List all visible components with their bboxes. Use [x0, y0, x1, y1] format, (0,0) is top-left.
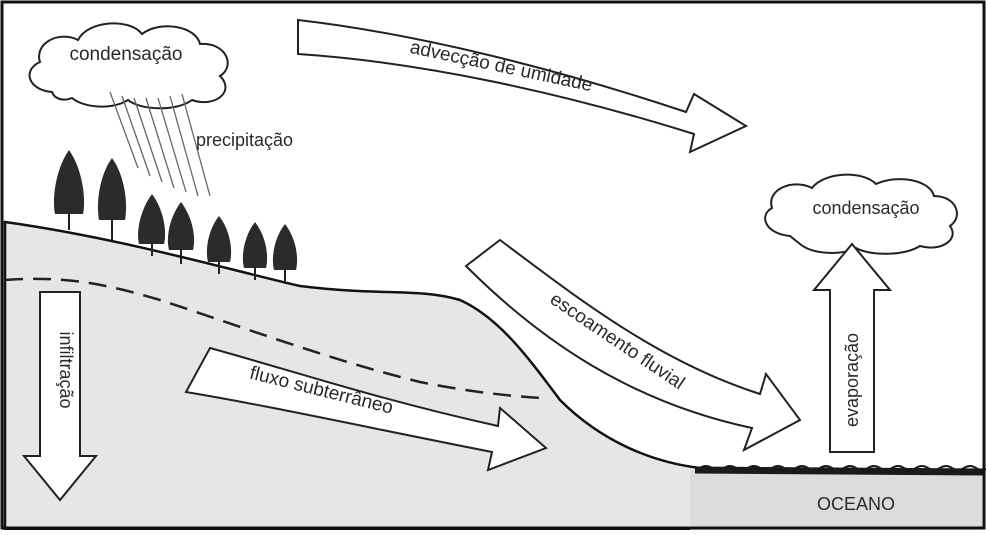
tree: [272, 224, 298, 284]
condensation-sea-label: condensação: [812, 198, 919, 218]
sea: [690, 470, 982, 530]
precipitation-lines: [109, 91, 211, 197]
tree: [167, 202, 195, 264]
ocean-label: OCEANO: [817, 494, 895, 514]
evaporation-arrow: evaporação: [811, 242, 893, 453]
tree: [206, 216, 232, 274]
cloud-sea: condensação: [764, 173, 958, 255]
infiltration-arrow: infiltração: [21, 291, 99, 502]
precipitation-label: precipitação: [196, 130, 293, 150]
tree: [97, 158, 127, 240]
evaporation-label: evaporação: [842, 333, 862, 427]
infiltration-label: infiltração: [56, 331, 76, 408]
tree: [138, 194, 166, 256]
cloud-land: condensação: [28, 22, 229, 110]
tree: [53, 150, 85, 230]
water-table-line: [4, 277, 541, 400]
condensation-land-label: condensação: [69, 44, 182, 65]
sea-surface-waves: [699, 465, 986, 471]
tree: [242, 222, 268, 280]
